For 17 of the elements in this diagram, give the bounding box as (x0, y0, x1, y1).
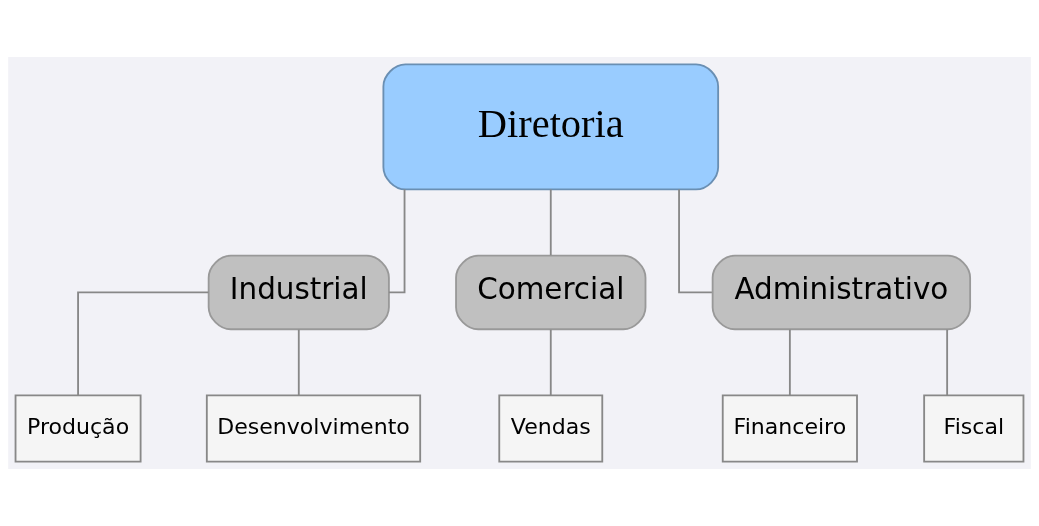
connector (388, 188, 406, 294)
connector (549, 188, 552, 257)
node-box: Vendas (498, 394, 604, 463)
connector (77, 291, 210, 396)
connector (788, 328, 791, 397)
node-box: Comercial (455, 254, 647, 331)
node-box: Fiscal (923, 394, 1025, 463)
node-box: Administrativo (711, 254, 972, 331)
connector (946, 328, 949, 397)
connector (678, 188, 713, 294)
connector (297, 328, 300, 397)
node-box: Financeiro (721, 394, 858, 463)
node-box: Desenvolvimento (205, 394, 422, 463)
node-box: Diretoria (382, 63, 720, 191)
node-box: Produção (14, 394, 142, 463)
node-box: Industrial (207, 254, 390, 331)
connector (549, 328, 552, 397)
